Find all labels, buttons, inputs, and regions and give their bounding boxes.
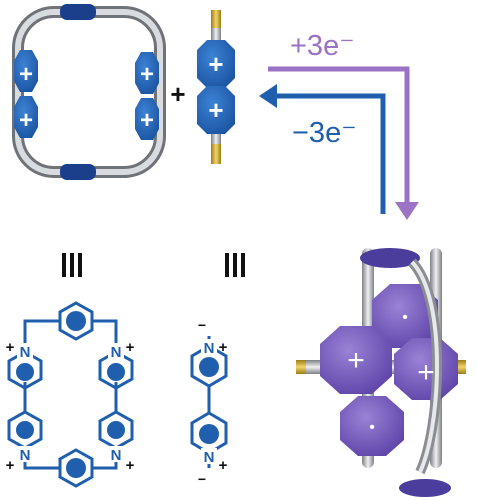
complex-radical-dot-right: • bbox=[402, 391, 407, 407]
complex-charge-center: + bbox=[347, 344, 365, 377]
cyclophane-pyridinium-right-upper bbox=[98, 350, 134, 390]
radical-unit-center bbox=[320, 326, 392, 394]
cyclophane-pyridinium-left-upper bbox=[7, 350, 43, 390]
cyclophane-n-label-3: N bbox=[20, 447, 31, 464]
cyclophane-ring-tube bbox=[12, 6, 166, 178]
complex-radical-dot-top: • bbox=[402, 309, 408, 326]
bipyridinium-n-label-2: N bbox=[204, 449, 215, 466]
cyclophane-unit-lower-left bbox=[14, 96, 38, 138]
cyclophane-plus-3: + bbox=[6, 457, 15, 474]
bipyridinium-minus-1: − bbox=[198, 317, 206, 333]
cyclophane-unit-upper-left bbox=[14, 50, 38, 92]
cyclophane-unit-lower-right bbox=[135, 98, 159, 140]
radical-unit-right bbox=[394, 338, 458, 400]
cyclophane-charge-1: + bbox=[19, 61, 33, 88]
cyclophane-cartoon: + + + + bbox=[12, 4, 166, 180]
bipyridinium-plus-2: + bbox=[219, 457, 228, 474]
cyclophane-plus-4: + bbox=[126, 457, 135, 474]
complex-bottom-cap bbox=[399, 479, 451, 497]
equivalence-mark-cyclophane bbox=[62, 253, 82, 277]
cyclophane-n-label-4: N bbox=[111, 447, 122, 464]
cyclophane-structure bbox=[7, 301, 134, 488]
cyclophane-charge-2: + bbox=[19, 107, 33, 134]
bipyridinium-n-label-1: N bbox=[204, 340, 215, 357]
cyclophane-plus-1: + bbox=[6, 339, 15, 356]
dumbbell-charge-2: + bbox=[208, 95, 223, 125]
radical-unit-top bbox=[372, 284, 438, 348]
axle-left-stopper bbox=[296, 360, 308, 374]
dumbbell-unit-lower bbox=[197, 86, 235, 134]
dumbbell-unit-upper bbox=[197, 40, 235, 88]
cyclophane-unit-upper-right bbox=[135, 52, 159, 94]
trisradical-complex: • • • + + bbox=[296, 248, 466, 497]
cyclophane-n-label-2: N bbox=[111, 344, 122, 361]
oxidation-arrow bbox=[259, 84, 386, 214]
complex-top-cap bbox=[360, 248, 420, 268]
dumbbell-charge-1: + bbox=[208, 49, 223, 79]
dumbbell-top-stopper bbox=[211, 10, 221, 32]
cyclophane-n-label-1: N bbox=[20, 344, 31, 361]
plus-sign: + bbox=[170, 79, 185, 109]
dumbbell-bottom-stopper bbox=[211, 144, 221, 164]
bipyridinium-plus-1: + bbox=[219, 339, 228, 356]
reduction-label: +3e⁻ bbox=[290, 30, 355, 62]
equivalence-mark-bipyridinium bbox=[225, 253, 245, 277]
cyclophane-benzene-bottom bbox=[58, 448, 94, 488]
cyclophane-top-cap bbox=[60, 4, 96, 20]
cyclophane-benzene-top bbox=[58, 301, 94, 341]
dumbbell-cartoon: + + bbox=[197, 10, 235, 164]
cyclophane-charge-3: + bbox=[140, 61, 154, 88]
cyclophane-plus-2: + bbox=[126, 339, 135, 356]
complex-charge-right: + bbox=[417, 356, 435, 389]
radical-unit-bottom bbox=[340, 396, 404, 456]
bipyridinium-minus-2: − bbox=[198, 471, 206, 487]
cyclophane-charge-4: + bbox=[140, 107, 154, 134]
oxidation-label: −3e⁻ bbox=[292, 117, 357, 149]
complex-radical-dot-bottom: • bbox=[369, 419, 375, 436]
reduction-arrow bbox=[268, 66, 419, 220]
cyclophane-bottom-cap bbox=[60, 164, 96, 180]
